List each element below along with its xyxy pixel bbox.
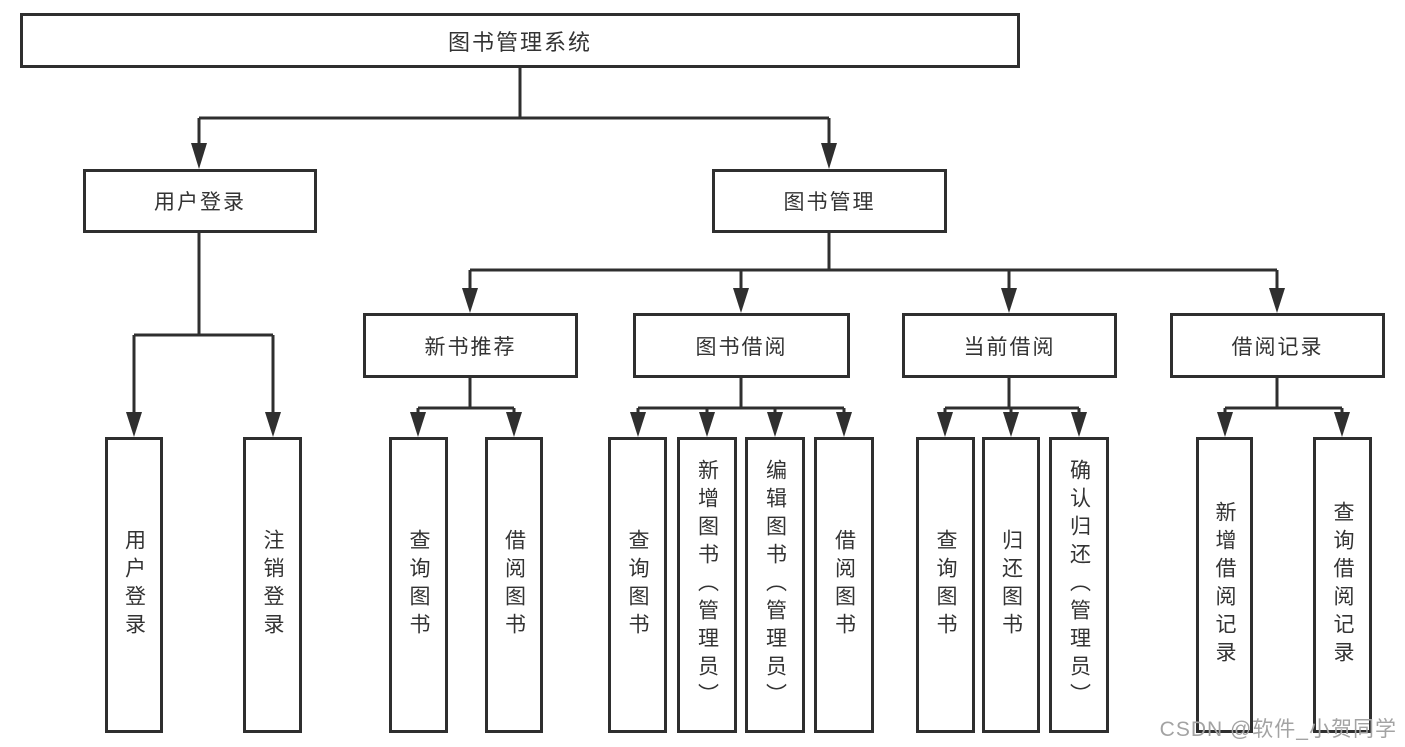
- node-label: 查询图书: [626, 529, 649, 641]
- node-label: 用户登录: [154, 191, 246, 214]
- node-label: 新增图书（管理员）: [695, 459, 719, 711]
- node-borrowing-records: 借阅记录: [1170, 313, 1385, 378]
- node-book-management-branch: 图书管理: [712, 169, 947, 233]
- node-label: 新书推荐: [424, 335, 517, 359]
- node-label: 查询借阅记录: [1331, 501, 1354, 669]
- node-book-borrowing: 图书借阅: [633, 313, 850, 378]
- node-query-borrow-record: 查询借阅记录: [1313, 437, 1372, 733]
- node-user-login-branch: 用户登录: [83, 169, 317, 233]
- node-label: 查询图书: [407, 529, 430, 641]
- node-borrow-books: 借阅图书: [814, 437, 874, 733]
- node-label: 借阅图书: [832, 529, 856, 641]
- node-label: 图书管理: [783, 191, 876, 214]
- node-label: 归还图书: [999, 529, 1023, 641]
- node-current-borrowing: 当前借阅: [902, 313, 1117, 378]
- node-user-login: 用户登录: [105, 437, 163, 733]
- node-query-books-recommend: 查询图书: [389, 437, 448, 733]
- node-label: 用户登录: [122, 529, 146, 641]
- node-label: 图书借阅: [695, 335, 788, 359]
- node-add-borrow-record: 新增借阅记录: [1196, 437, 1253, 733]
- node-label: 图书管理系统: [447, 29, 592, 55]
- node-label: 注销登录: [261, 529, 284, 641]
- node-label: 借阅记录: [1231, 335, 1324, 359]
- csdn-watermark: CSDN @软件_小贺同学: [1159, 718, 1397, 741]
- node-query-books-borrowing: 查询图书: [608, 437, 667, 733]
- node-add-book-admin: 新增图书（管理员）: [677, 437, 737, 733]
- node-logout: 注销登录: [243, 437, 302, 733]
- node-query-books-current: 查询图书: [916, 437, 975, 733]
- node-label: 新增借阅记录: [1213, 501, 1236, 669]
- node-new-book-recommendation: 新书推荐: [363, 313, 578, 378]
- node-borrow-books-recommend: 借阅图书: [485, 437, 543, 733]
- node-edit-book-admin: 编辑图书（管理员）: [745, 437, 805, 733]
- node-library-management-system: 图书管理系统: [20, 13, 1020, 68]
- node-label: 当前借阅: [963, 335, 1056, 359]
- arrowheads: [126, 143, 1350, 437]
- node-return-books: 归还图书: [982, 437, 1040, 733]
- node-label: 编辑图书（管理员）: [763, 459, 787, 711]
- node-label: 借阅图书: [502, 529, 526, 641]
- node-confirm-return-admin: 确认归还（管理员）: [1049, 437, 1109, 733]
- node-label: 查询图书: [934, 529, 957, 641]
- node-label: 确认归还（管理员）: [1067, 459, 1091, 711]
